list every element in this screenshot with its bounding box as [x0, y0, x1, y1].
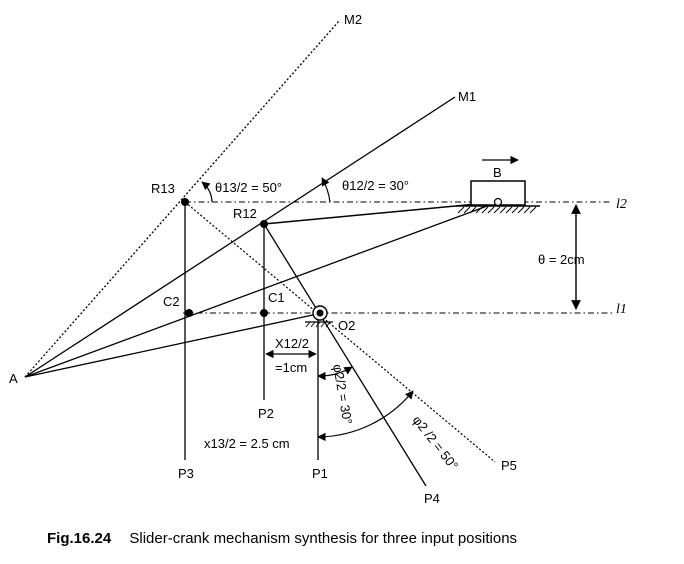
slider-pin [493, 197, 503, 207]
label-M2: M2 [344, 12, 362, 27]
label-P3: P3 [178, 466, 194, 481]
synthesis-diagram: A B R13 R12 C2 C1 O2 M2 M1 P1 P2 P3 P4 P… [9, 12, 627, 506]
label-theta12: θ12/2 = 30° [342, 178, 409, 193]
slider-ground-hatch [457, 206, 537, 214]
label-A: A [9, 371, 18, 386]
line-A-B [24, 201, 499, 378]
arc-phi2-30 [317, 366, 353, 381]
label-R13: R13 [151, 181, 175, 196]
arc-theta12 [321, 177, 331, 203]
label-phi2-30: φ2/2 = 30° [330, 363, 355, 426]
label-P4: P4 [424, 491, 440, 506]
label-offset: θ = 2cm [538, 252, 585, 267]
label-R12: R12 [233, 206, 257, 221]
label-O2: O2 [338, 318, 355, 333]
point-R12 [260, 220, 268, 228]
label-x12-half: X12/2 [275, 336, 309, 351]
figure-number: Fig.16.24 [47, 530, 112, 547]
pivot-ground-hatch [305, 321, 331, 328]
label-P1: P1 [312, 466, 328, 481]
label-x12-value: =1cm [275, 360, 307, 375]
line-R13-P5 [184, 201, 496, 463]
arc-theta13 [201, 181, 213, 203]
label-phi2-50: φ2 /2 = 50° [410, 413, 462, 473]
arc-phi2-50 [317, 390, 414, 442]
label-P2: P2 [258, 406, 274, 421]
line-A-C1 [24, 312, 323, 378]
label-B: B [493, 165, 502, 180]
figure-caption-text: Slider-crank mechanism synthesis for thr… [129, 530, 518, 547]
point-C1 [260, 309, 268, 317]
label-l2: l2 [616, 197, 627, 212]
figure-caption: Fig.16.24 Slider-crank mechanism synthes… [47, 530, 517, 547]
label-l1: l1 [616, 302, 627, 317]
point-R13 [181, 198, 189, 206]
label-M1: M1 [458, 89, 476, 104]
label-C2: C2 [163, 294, 180, 309]
line-R12-P4 [263, 223, 427, 487]
line-A-M2 [24, 19, 341, 378]
label-x13-half: x13/2 = 2.5 cm [204, 436, 290, 451]
label-theta13: θ13/2 = 50° [215, 180, 282, 195]
label-C1: C1 [268, 290, 285, 305]
point-C2 [185, 309, 193, 317]
line-A-M1 [24, 96, 456, 378]
label-P5: P5 [501, 458, 517, 473]
point-O2 [316, 309, 324, 317]
